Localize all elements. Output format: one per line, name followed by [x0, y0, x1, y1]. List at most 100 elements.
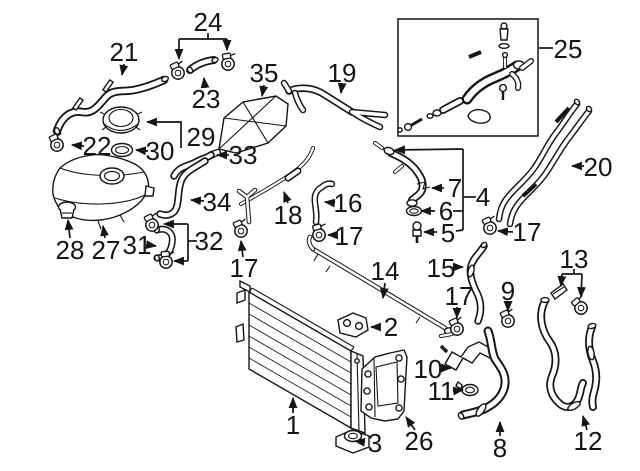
- callout-label-26: 26: [405, 426, 434, 456]
- callout-label-23: 23: [192, 84, 221, 114]
- water-pipe-4: [373, 141, 427, 207]
- callout-label-13: 13: [560, 244, 589, 274]
- callout-label-14: 14: [371, 256, 400, 286]
- hose-clamp-22: [48, 130, 64, 152]
- drain-pipe-14: [306, 234, 455, 335]
- hose-clamp-17a: [232, 216, 248, 238]
- callout-27-29: 27: [92, 224, 121, 265]
- hose-clamp-32a: [143, 210, 159, 232]
- callout-label-17: 17: [335, 221, 364, 251]
- callout-label-2: 2: [384, 312, 398, 342]
- vent-pipe-18: [236, 146, 315, 225]
- hose-clamp-17d: [448, 314, 464, 336]
- callout-label-4: 4: [476, 182, 490, 212]
- branch-hose-19: [280, 79, 389, 131]
- callout-28-30: 28: [56, 218, 84, 265]
- callout-label-17: 17: [513, 217, 542, 247]
- callout-label-30: 30: [146, 136, 175, 166]
- callout-23-25: 23: [192, 76, 221, 114]
- vent-hose-16: [311, 180, 336, 226]
- callout-13-12: 13: [557, 244, 589, 299]
- hose-clamp-24b: [217, 48, 239, 73]
- callout-35-37: 35: [250, 58, 279, 98]
- coolant-hose-15: [439, 241, 488, 338]
- oring-6: [405, 205, 423, 217]
- callout-5-4: 5: [422, 218, 464, 248]
- callout-34-36: 34: [189, 187, 232, 217]
- overflow-hose-33: [170, 151, 215, 180]
- callout-label-27: 27: [92, 235, 121, 265]
- radiator-assembly-1: [235, 279, 366, 435]
- callout-8-7: 8: [493, 420, 507, 463]
- callout-24-26: 24: [174, 7, 232, 61]
- callout-label-11: 11: [428, 376, 455, 406]
- coolant-reservoir-tank-27: [52, 153, 155, 230]
- retaining-clip-7: [416, 181, 431, 190]
- callout-30-32: 30: [134, 136, 175, 166]
- callout-label-17: 17: [445, 281, 474, 311]
- cap-plug-11: [455, 380, 479, 397]
- callout-7-6: 7: [430, 173, 462, 203]
- callout-18-20: 18: [274, 190, 302, 230]
- callout-label-17: 17: [230, 253, 259, 283]
- radiator-mount-insulator-3: [335, 429, 370, 454]
- callout-25-27: 25: [539, 34, 582, 64]
- callout-label-12: 12: [574, 426, 603, 456]
- callout-label-20: 20: [584, 152, 613, 182]
- callout-label-16: 16: [334, 188, 363, 218]
- inset-box-25: [397, 18, 539, 137]
- callout-17-19: 17: [445, 281, 474, 320]
- callout-label-10: 10: [414, 354, 443, 384]
- callout-label-21: 21: [110, 37, 139, 67]
- callout-label-29: 29: [187, 122, 216, 152]
- callout-17-16: 17: [230, 239, 259, 283]
- hose-clamp-24a: [169, 58, 185, 80]
- callout-11-10: 11: [428, 376, 465, 406]
- callout-label-22: 22: [83, 131, 112, 161]
- callout-1-0: 1: [286, 396, 300, 440]
- upper-radiator-hose-21: [52, 75, 169, 136]
- callout-label-5: 5: [441, 218, 455, 248]
- callout-4-3: 4: [393, 145, 490, 230]
- callout-label-1: 1: [286, 410, 300, 440]
- callout-label-33: 33: [229, 140, 258, 170]
- callout-17-17: 17: [326, 221, 364, 251]
- bypass-hose-23: [186, 56, 219, 74]
- callout-29-31: 29: [145, 117, 216, 152]
- cap-seal-oring-30: [110, 142, 134, 158]
- callout-label-34: 34: [203, 187, 232, 217]
- callout-label-15: 15: [427, 253, 456, 283]
- callout-label-8: 8: [493, 433, 507, 463]
- callout-label-24: 24: [194, 7, 223, 37]
- callout-6-5: 6: [419, 196, 463, 226]
- callout-label-31: 31: [123, 230, 152, 260]
- callout-2-1: 2: [369, 312, 398, 342]
- callout-16-15: 16: [323, 188, 363, 218]
- callout-21-23: 21: [110, 37, 139, 77]
- mounting-bracket-2: [337, 312, 369, 338]
- hose-bracket-10: [439, 341, 493, 371]
- callout-14-13: 14: [371, 256, 400, 300]
- callout-19-21: 19: [328, 58, 356, 95]
- side-bracket-26: [360, 349, 408, 422]
- hose-pad-13: [550, 282, 568, 301]
- bleeder-valve-5: [412, 221, 422, 243]
- callout-3-2: 3: [353, 428, 382, 458]
- callout-26-28: 26: [405, 416, 434, 456]
- radiator-cap-29: [99, 106, 143, 134]
- tank-drain-plug-28: [57, 201, 77, 219]
- callout-label-3: 3: [368, 428, 382, 458]
- hose-clamp-17c: [481, 213, 497, 235]
- callout-label-32: 32: [195, 226, 224, 256]
- overflow-hose-34: [156, 157, 209, 219]
- callout-label-9: 9: [501, 276, 515, 306]
- callout-31-33: 31: [123, 230, 158, 260]
- callout-17-18: 17: [496, 217, 542, 247]
- callout-20-22: 20: [570, 152, 613, 182]
- callout-12-11: 12: [574, 414, 603, 456]
- callout-label-7: 7: [448, 173, 462, 203]
- callout-label-35: 35: [250, 58, 279, 88]
